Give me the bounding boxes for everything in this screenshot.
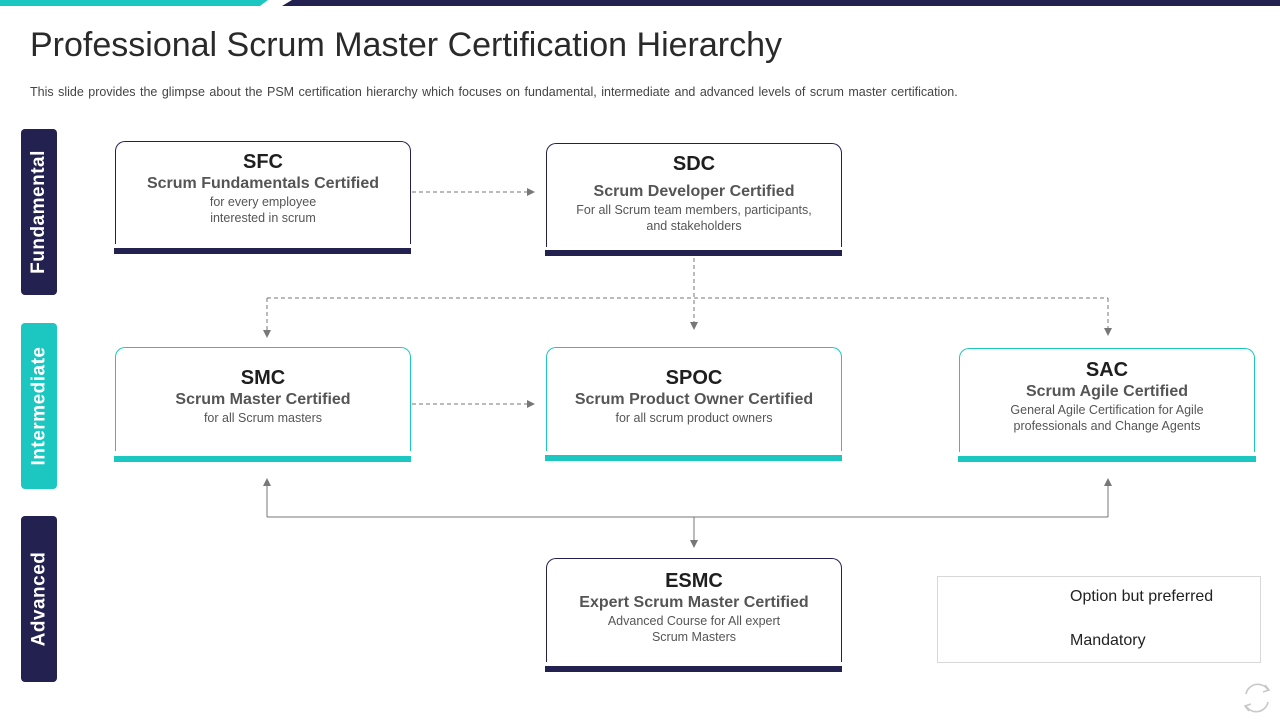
sac-desc-line2: professionals and Change Agents <box>1013 419 1201 433</box>
sdc-underline <box>545 250 842 256</box>
sac-desc-line1: General Agile Certification for Agile <box>1010 403 1204 417</box>
spoc-name: Scrum Product Owner Certified <box>574 391 814 408</box>
smc-abbr: SMC <box>240 367 286 389</box>
esmc-desc-line2: Scrum Masters <box>651 630 737 644</box>
sfc-desc-line2: interested in scrum <box>210 211 316 225</box>
sfc-abbr: SFC <box>243 151 283 173</box>
level-label-fundamental: Fundamental <box>21 129 57 295</box>
certification-box-sac: SAC Scrum Agile Certified General Agile … <box>959 348 1255 452</box>
spoc-desc: for all scrum product owners <box>615 411 773 425</box>
legend-label-optional: Option but preferred <box>1070 588 1214 605</box>
sac-abbr: SAC <box>1085 359 1129 381</box>
spoc-underline <box>545 455 842 461</box>
sdc-name: Scrum Developer Certified <box>593 183 795 200</box>
esmc-underline <box>545 666 842 672</box>
certification-box-esmc: ESMC Expert Scrum Master Certified Advan… <box>546 558 842 662</box>
refresh-cycle-icon <box>1243 683 1271 713</box>
smc-underline <box>114 456 411 462</box>
sfc-underline <box>114 248 411 254</box>
sfc-desc-line1: for every employee <box>209 195 317 209</box>
page-title: Professional Scrum Master Certification … <box>30 26 783 64</box>
sfc-name: Scrum Fundamentals Certified <box>146 175 380 192</box>
certification-box-sdc: SDC Scrum Developer Certified For all Sc… <box>546 143 842 247</box>
sdc-abbr: SDC <box>672 153 716 175</box>
certification-box-sfc: SFC Scrum Fundamentals Certified for eve… <box>115 141 411 244</box>
page-subtitle: This slide provides the glimpse about th… <box>30 85 958 99</box>
top-accent-bar-teal <box>0 0 268 6</box>
sdc-desc-line1: For all Scrum team members, participants… <box>576 203 812 217</box>
sdc-desc-line2: and stakeholders <box>646 219 742 233</box>
level-label-advanced: Advanced <box>21 516 57 682</box>
sac-name: Scrum Agile Certified <box>1025 383 1189 400</box>
legend-label-mandatory: Mandatory <box>1070 632 1146 649</box>
esmc-abbr: ESMC <box>665 570 723 592</box>
level-label-intermediate: Intermediate <box>21 323 57 489</box>
esmc-name: Expert Scrum Master Certified <box>579 594 809 611</box>
top-accent-bar-navy <box>282 0 1280 6</box>
smc-desc: for all Scrum masters <box>203 411 323 425</box>
smc-name: Scrum Master Certified <box>175 391 351 408</box>
esmc-desc-line1: Advanced Course for All expert <box>607 614 781 628</box>
certification-box-spoc: SPOC Scrum Product Owner Certified for a… <box>546 347 842 451</box>
legend: Option but preferred Mandatory <box>937 576 1261 663</box>
sac-underline <box>958 456 1256 462</box>
spoc-abbr: SPOC <box>665 367 723 389</box>
certification-box-smc: SMC Scrum Master Certified for all Scrum… <box>115 347 411 451</box>
